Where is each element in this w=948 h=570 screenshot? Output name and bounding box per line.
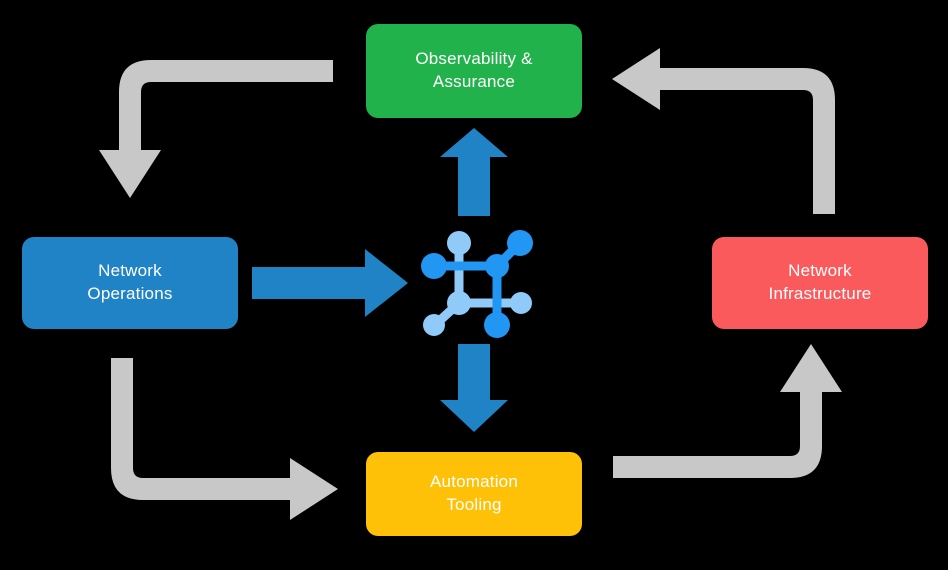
arrow-operations-to-center: [252, 249, 408, 317]
arrow-observability-to-operations: [99, 60, 333, 198]
arrow-infrastructure-to-observability: [612, 48, 835, 214]
arrow-operations-to-automation: [111, 358, 338, 520]
node-box-automation[interactable]: Automation Tooling: [366, 452, 582, 536]
node-box-infrastructure[interactable]: Network Infrastructure: [712, 237, 928, 329]
arrow-center-to-automation: [440, 344, 508, 432]
network-topology-icon: [421, 230, 533, 338]
node-box-operations[interactable]: Network Operations: [22, 237, 238, 329]
arrow-automation-to-infrastructure: [613, 344, 842, 478]
node-box-observability[interactable]: Observability & Assurance: [366, 24, 582, 118]
arrow-center-to-observability: [440, 128, 508, 216]
